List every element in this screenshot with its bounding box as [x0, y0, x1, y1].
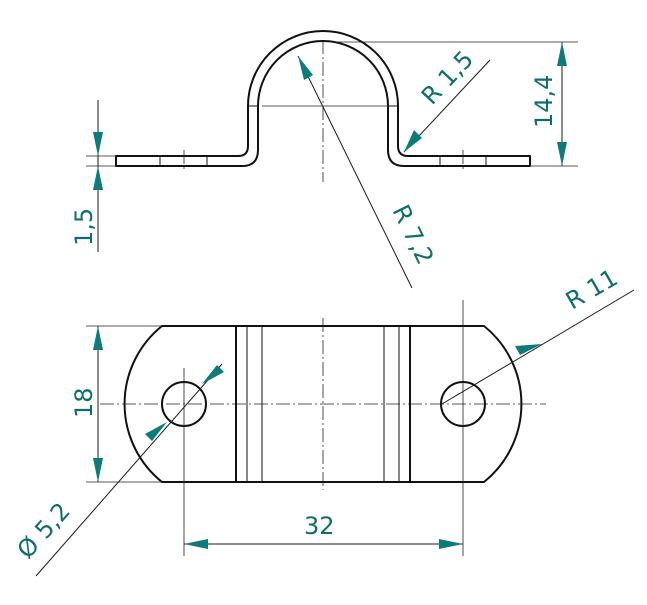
- leader-hole-diameter: [35, 363, 223, 577]
- arrow-spacing-left: [184, 539, 208, 549]
- arrow-r-arc: [298, 56, 313, 80]
- side-view-outer-profile: [115, 30, 531, 167]
- arrow-spacing-right: [439, 539, 463, 549]
- top-view: 18 32 R 11 Ø 5,2: [12, 264, 635, 577]
- dim-thickness-label: 1,5: [70, 208, 98, 246]
- arrow-width-top: [93, 326, 103, 350]
- dim-r-arc-label: R 7,2: [387, 200, 440, 268]
- arrow-thickness-top: [93, 132, 103, 156]
- dim-r-inner-label: R 1,5: [416, 45, 479, 110]
- arrow-r-end: [515, 344, 542, 355]
- arrow-r-inner: [404, 130, 422, 152]
- arrow-hole-diameter-2: [145, 422, 167, 441]
- arrow-height-bottom: [557, 142, 567, 166]
- leader-r-end: [441, 289, 635, 405]
- arrow-height-top: [557, 42, 567, 66]
- dim-height-label: 14,4: [530, 75, 558, 128]
- dim-hole-diameter-label: Ø 5,2: [12, 497, 76, 564]
- side-view: 14,4 1,5 R 1,5 R 7,2: [70, 30, 578, 289]
- arrow-thickness-bottom: [93, 166, 103, 190]
- arrow-hole-diameter-1: [202, 365, 224, 384]
- top-view-outline: [123, 325, 523, 483]
- dim-r-end-label: R 11: [561, 264, 622, 316]
- leader-r-arc: [297, 55, 413, 289]
- dim-width-label: 18: [70, 387, 98, 418]
- arrow-width-bottom: [93, 458, 103, 482]
- dim-hole-spacing-label: 32: [304, 512, 335, 540]
